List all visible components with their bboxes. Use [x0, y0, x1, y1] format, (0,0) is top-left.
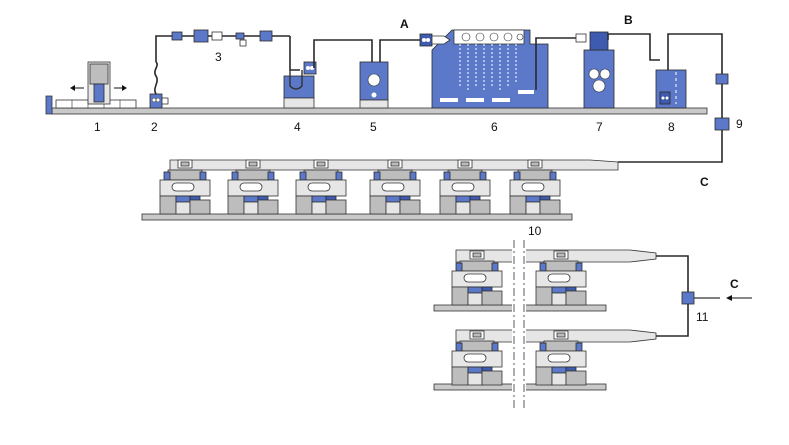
- label-10: 10: [528, 224, 542, 238]
- label-b: B: [624, 13, 633, 27]
- inline-sensors: [171, 29, 273, 47]
- machine-unit: [535, 250, 587, 306]
- top-process-line: [45, 29, 723, 120]
- label-a: A: [400, 17, 409, 31]
- label-c-inlet: C: [730, 277, 739, 291]
- arrow-left-icon: [726, 295, 752, 301]
- label-6: 6: [491, 120, 498, 134]
- label-9: 9: [736, 117, 743, 131]
- machine-unit: [451, 250, 503, 306]
- double-arrow-icon: [70, 85, 127, 91]
- machine-unit: [439, 159, 491, 215]
- label-7: 7: [596, 120, 603, 134]
- label-5: 5: [370, 120, 377, 134]
- filter-tank: [655, 69, 687, 109]
- break-line: [512, 238, 526, 408]
- label-11: 11: [696, 310, 709, 324]
- tank-unit: [283, 61, 317, 109]
- label-c-pipe: C: [700, 175, 709, 189]
- machine-unit: [227, 159, 279, 215]
- machine-unit: [535, 330, 587, 386]
- loading-station: [55, 61, 137, 109]
- lower-machine-rows: [433, 238, 752, 408]
- machine-unit: [295, 159, 347, 215]
- label-8: 8: [668, 120, 675, 134]
- riser-connectors: [714, 73, 730, 131]
- main-processing-unit: [419, 29, 549, 109]
- control-cabinet: [575, 31, 615, 109]
- machine-unit: [451, 330, 503, 386]
- top-floor: [51, 107, 708, 115]
- label-2: 2: [151, 120, 158, 134]
- machine-unit: [159, 159, 211, 215]
- machine-unit: [509, 159, 561, 215]
- labels: 1 2 3 4 5 6 7 8 9 10 11 A B C C: [94, 13, 743, 324]
- middle-machine-row: [141, 159, 619, 221]
- feeder-valve: [149, 61, 169, 109]
- machine-unit: [369, 159, 421, 215]
- label-3: 3: [215, 50, 222, 64]
- pump-station: [359, 61, 389, 109]
- label-4: 4: [294, 120, 301, 134]
- label-1: 1: [94, 120, 101, 134]
